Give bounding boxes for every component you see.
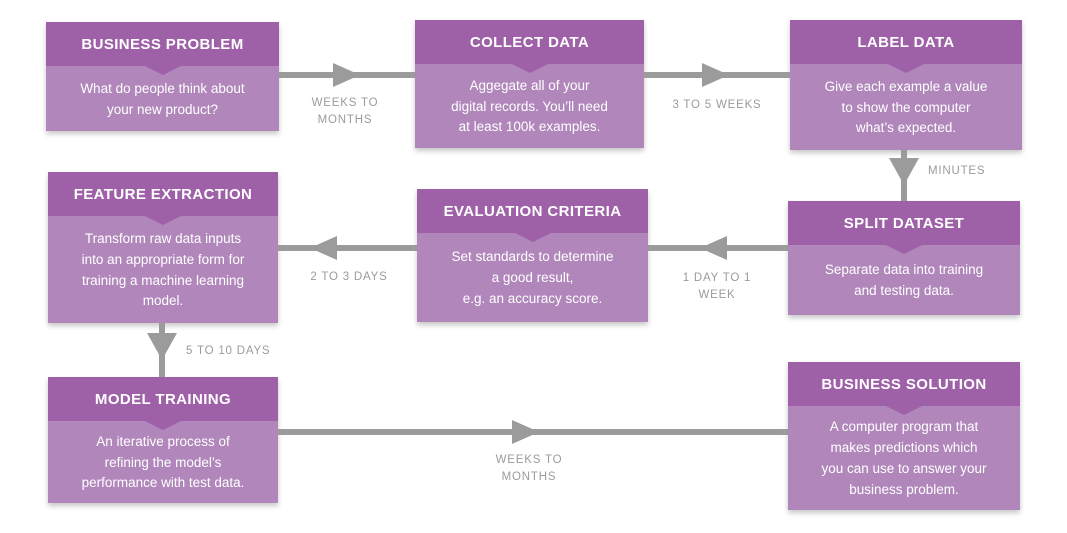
arrow-line bbox=[278, 245, 417, 251]
step-business-solution: BUSINESS SOLUTION A computer program tha… bbox=[788, 362, 1020, 510]
chevron-down-notch-icon bbox=[886, 245, 922, 254]
arrow-duration-label: MINUTES bbox=[928, 165, 986, 177]
step-title: FEATURE EXTRACTION bbox=[48, 172, 278, 225]
step-description: What do people think about your new prod… bbox=[46, 66, 279, 131]
arrow-down-icon bbox=[147, 333, 177, 360]
arrow-duration-label: 2 TO 3 DAYS bbox=[310, 271, 388, 283]
step-feature-extraction: FEATURE EXTRACTION Transform raw data in… bbox=[48, 172, 278, 323]
step-title-text: EVALUATION CRITERIA bbox=[443, 202, 622, 220]
step-business-problem: BUSINESS PROBLEM What do people think ab… bbox=[46, 22, 279, 131]
step-collect-data: COLLECT DATA Aggegate all of your digita… bbox=[415, 20, 644, 148]
arrow-left-icon bbox=[700, 236, 727, 260]
arrow-down-icon bbox=[889, 158, 919, 185]
step-description: Set standards to determine a good result… bbox=[417, 233, 648, 322]
chevron-down-notch-icon bbox=[145, 216, 181, 225]
step-title: BUSINESS PROBLEM bbox=[46, 22, 279, 75]
chevron-down-notch-icon bbox=[886, 406, 922, 415]
step-title-text: BUSINESS PROBLEM bbox=[81, 35, 244, 53]
step-title: MODEL TRAINING bbox=[48, 377, 278, 430]
chevron-down-notch-icon bbox=[888, 64, 924, 73]
step-label-data: LABEL DATA Give each example a value to … bbox=[790, 20, 1022, 150]
step-title-text: LABEL DATA bbox=[857, 33, 955, 51]
step-description: An iterative process of refining the mod… bbox=[48, 421, 278, 503]
step-title-text: FEATURE EXTRACTION bbox=[73, 185, 253, 203]
arrow-duration-label: WEEKS TO MONTHS bbox=[311, 97, 379, 126]
step-title-text: SPLIT DATASET bbox=[843, 214, 965, 232]
step-title: COLLECT DATA bbox=[415, 20, 644, 73]
chevron-down-notch-icon bbox=[144, 66, 181, 75]
arrow-duration-label: 3 TO 5 WEEKS bbox=[672, 99, 762, 111]
step-model-training: MODEL TRAINING An iterative process of r… bbox=[48, 377, 278, 503]
arrow-duration-label: WEEKS TO MONTHS bbox=[495, 454, 563, 483]
step-description: Transform raw data inputs into an approp… bbox=[48, 216, 278, 323]
step-description: Separate data into training and testing … bbox=[788, 245, 1020, 315]
arrow-right-icon bbox=[512, 420, 539, 444]
arrow-left-icon bbox=[310, 236, 337, 260]
step-description: A computer program that makes prediction… bbox=[788, 406, 1020, 510]
chevron-down-notch-icon bbox=[145, 421, 181, 430]
step-title: BUSINESS SOLUTION bbox=[788, 362, 1020, 415]
step-title-text: MODEL TRAINING bbox=[94, 390, 232, 408]
arrow-right-icon bbox=[333, 63, 360, 87]
chevron-down-notch-icon bbox=[511, 64, 548, 73]
arrow-duration-label: 5 TO 10 DAYS bbox=[186, 345, 271, 357]
arrow-duration-label: 1 DAY TO 1 WEEK bbox=[682, 272, 752, 301]
step-title: SPLIT DATASET bbox=[788, 201, 1020, 254]
step-title-text: BUSINESS SOLUTION bbox=[821, 375, 987, 393]
step-evaluation-criteria: EVALUATION CRITERIA Set standards to det… bbox=[417, 189, 648, 322]
step-split-dataset: SPLIT DATASET Separate data into trainin… bbox=[788, 201, 1020, 315]
arrow-right-icon bbox=[702, 63, 729, 87]
step-title-text: COLLECT DATA bbox=[469, 33, 590, 51]
step-title: EVALUATION CRITERIA bbox=[417, 189, 648, 242]
step-description: Aggegate all of your digital records. Yo… bbox=[415, 64, 644, 148]
chevron-down-notch-icon bbox=[514, 233, 551, 242]
step-title: LABEL DATA bbox=[790, 20, 1022, 73]
step-description: Give each example a value to show the co… bbox=[790, 64, 1022, 150]
